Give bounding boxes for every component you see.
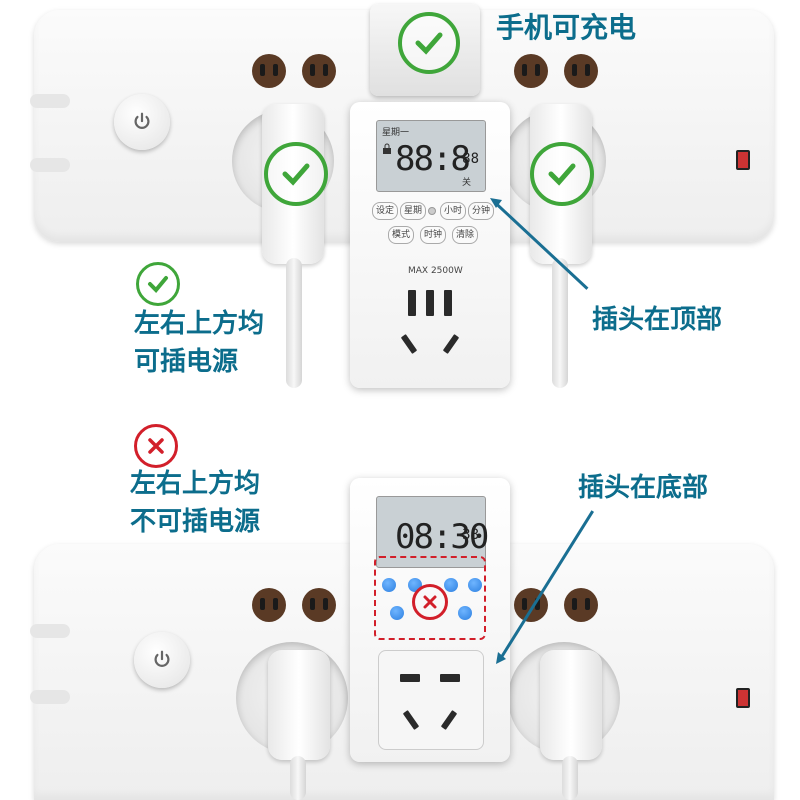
plug-bottom-arrowhead-icon [496, 652, 506, 664]
timer-led [428, 207, 436, 215]
top-cn-socket-right-2 [564, 54, 598, 88]
timer-outlet-diag-right [442, 334, 460, 354]
bottom-cn-socket-left-2 [302, 588, 336, 622]
clock-button[interactable]: 时钟 [420, 226, 447, 244]
bottom-timer-socket: 08:30 38 [350, 478, 510, 762]
ok-check-icon [136, 262, 180, 306]
plug-bottom-label: 插头在底部 [578, 473, 709, 503]
bottom-left-plug [268, 650, 330, 760]
set-button[interactable]: 设定 [372, 202, 399, 220]
bad-cross-icon [134, 424, 178, 468]
top-left-cord [286, 258, 302, 388]
bottom-power-button[interactable] [134, 632, 190, 688]
timer-outlet-slot-3 [444, 290, 452, 316]
bad-label-line1: 左右上方均 [130, 469, 261, 499]
lock-icon [383, 143, 391, 154]
bottom-left-cord [290, 756, 306, 800]
power-icon [154, 650, 170, 667]
top-cn-socket-left [252, 54, 286, 88]
top-lcd-time: 88:8 [395, 139, 471, 179]
plug-top-arrowhead-icon [490, 198, 502, 208]
top-lcd-status: 关 [461, 178, 471, 188]
bottom-timer-button-1[interactable] [382, 578, 396, 592]
bottom-outlet-slot-2 [440, 674, 460, 682]
bottom-timer-button-4[interactable] [468, 578, 482, 592]
power-icon [134, 112, 150, 129]
top-power-button[interactable] [114, 94, 170, 150]
bottom-indicator-light [736, 688, 750, 708]
plug-top-label: 插头在顶部 [592, 305, 723, 335]
timer-outlet-slot-2 [426, 290, 434, 316]
top-strip-cable-1 [30, 94, 70, 108]
top-lcd-seconds: 88 [462, 151, 479, 167]
bottom-timer-button-6[interactable] [458, 606, 472, 620]
clear-button[interactable]: 清除 [452, 226, 479, 244]
bottom-right-plug [540, 650, 602, 760]
top-timer-lcd: 星期一 88:8 88 关 [376, 120, 486, 192]
hour-button[interactable]: 小时 [440, 202, 467, 220]
mode-button[interactable]: 模式 [388, 226, 415, 244]
week-button[interactable]: 星期 [400, 202, 427, 220]
top-timer-socket: 星期一 88:8 88 关 设定 星期 小时 分钟 模式 时钟 清除 MAX 2… [350, 102, 510, 388]
timer-outlet-slot-1 [408, 290, 416, 316]
blocked-buttons-highlight [374, 556, 486, 640]
top-cn-socket-right [514, 54, 548, 88]
bottom-lcd-seconds: 38 [462, 527, 479, 543]
minute-button[interactable]: 分钟 [468, 202, 495, 220]
top-right-check-icon [530, 142, 594, 206]
top-right-cord [552, 258, 568, 388]
top-left-check-icon [264, 142, 328, 206]
bottom-strip-cable-2 [30, 690, 70, 704]
blocked-cross-icon [412, 584, 448, 620]
bottom-cn-socket-right-2 [564, 588, 598, 622]
bottom-timer-button-3[interactable] [444, 578, 458, 592]
bottom-right-cord [562, 756, 578, 800]
ok-label-line1: 左右上方均 [134, 309, 265, 339]
bottom-strip-cable-1 [30, 624, 70, 638]
bad-label-line2: 不可插电源 [130, 507, 261, 537]
top-strip-cable-2 [30, 158, 70, 172]
timer-rating-label: MAX 2500W [408, 266, 463, 276]
bottom-cn-socket-left [252, 588, 286, 622]
bottom-lcd-time: 08:30 [395, 517, 489, 557]
top-cn-socket-left-2 [302, 54, 336, 88]
phone-check-icon [398, 12, 460, 74]
bottom-outlet-slot-1 [400, 674, 420, 682]
ok-label-line2: 可插电源 [134, 347, 239, 377]
timer-outlet-diag-left [400, 334, 418, 354]
top-indicator-light [736, 150, 750, 170]
bottom-timer-outlet-plate [378, 650, 484, 750]
bottom-timer-button-5[interactable] [390, 606, 404, 620]
phone-charge-label: 手机可充电 [496, 11, 637, 44]
top-lcd-day: 星期一 [382, 128, 410, 138]
